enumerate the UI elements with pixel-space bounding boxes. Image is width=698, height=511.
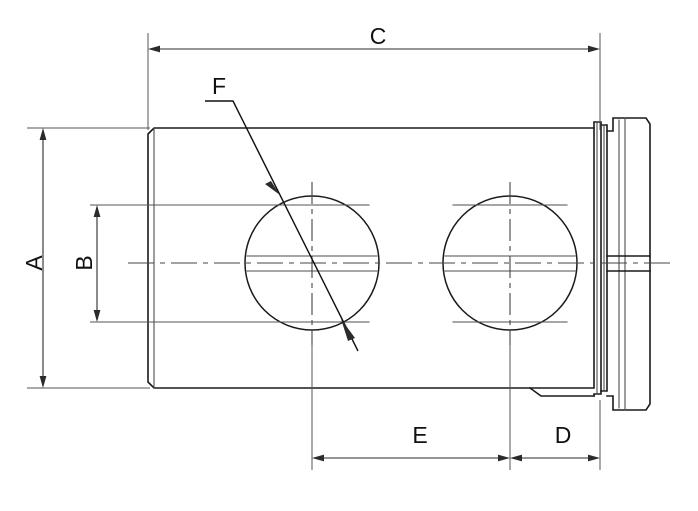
body-bottom-step — [528, 386, 595, 397]
dimension-b-arrow-top — [93, 205, 101, 217]
dimension-e-label: E — [412, 422, 427, 448]
dimension-c-label: C — [370, 23, 387, 49]
flange-group — [593, 117, 651, 411]
dimension-c-arrow-left — [148, 45, 160, 53]
dimension-a-arrow-bottom — [39, 376, 47, 388]
dimension-d-group: D — [510, 400, 601, 470]
dimension-e-group: E — [311, 345, 511, 470]
callout-f-arrow-upper — [265, 181, 280, 195]
dimension-b-arrow-bottom — [93, 310, 101, 322]
callout-f-leader-line — [205, 100, 359, 352]
dimension-a-arrow-top — [39, 128, 47, 140]
callout-f-group: F — [205, 73, 359, 352]
dimension-b-group: B — [71, 204, 312, 323]
dimension-e-arrow-right — [498, 454, 510, 462]
body-outline — [147, 127, 595, 389]
dimension-a-label: A — [21, 255, 47, 271]
dimension-d-arrow-right — [588, 454, 600, 462]
part-body-group — [147, 127, 595, 397]
dimension-d-arrow-left — [510, 454, 522, 462]
dimension-d-label: D — [555, 422, 572, 448]
dimension-e-arrow-left — [312, 454, 324, 462]
callout-f-label: F — [212, 73, 226, 99]
flange-neck-outline — [593, 121, 602, 397]
callout-f-arrow-lower — [341, 319, 355, 341]
dimension-a-group: A — [21, 127, 150, 389]
dimension-c-arrow-right — [588, 45, 600, 53]
dimension-b-label: B — [71, 255, 97, 270]
dimension-c-group: C — [147, 23, 601, 130]
flange-ring-outline — [606, 117, 651, 411]
